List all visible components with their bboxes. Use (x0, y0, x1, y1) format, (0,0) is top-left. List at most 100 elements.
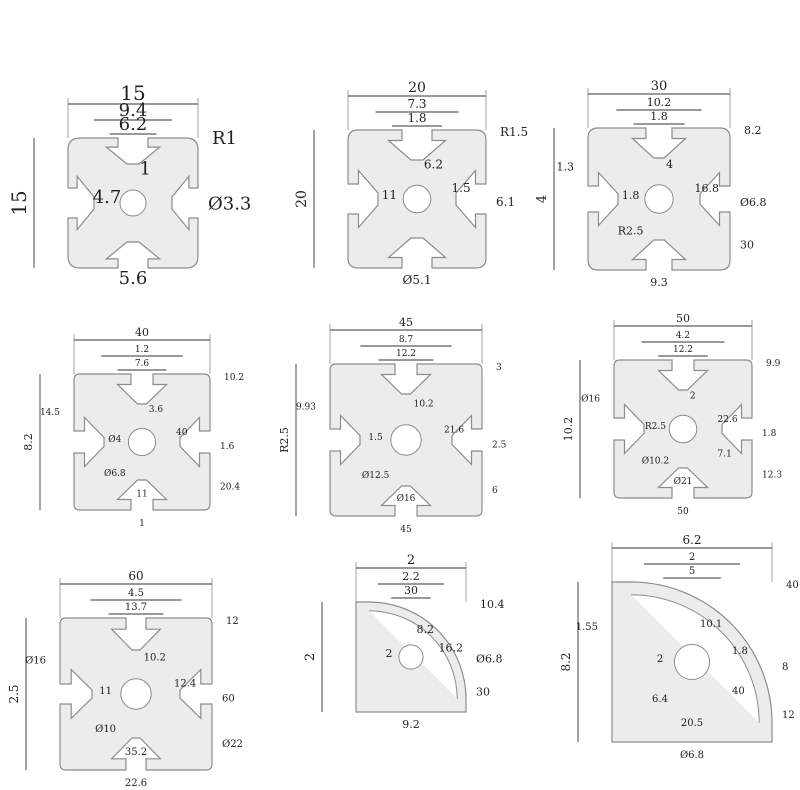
dimension-label: 50 (677, 507, 689, 517)
dimension-label: R2.5 (278, 427, 291, 453)
dimension-label: Ø16 (581, 393, 600, 404)
profile-50x50: 504.212.210.29.92R2.51.85022.612.3Ø16Ø10… (562, 312, 782, 517)
dimension-label: 20 (294, 190, 310, 208)
dimension-label: 9.3 (650, 276, 668, 289)
dimension-label: 8 (782, 662, 788, 673)
dimension-label: 11 (136, 489, 147, 499)
dimension-label: 30 (740, 239, 754, 252)
dimension-label: Ø6.8 (680, 750, 704, 761)
profile-45x45: 458.712.2R2.5310.21.52.54521.669.93Ø12.5… (278, 316, 507, 535)
dimension-label: 4.7 (93, 187, 122, 208)
dimension-label: 7.6 (135, 359, 150, 369)
dimension-label: 20.5 (681, 718, 703, 729)
dimension-label: 1.6 (220, 442, 235, 452)
dimension-label: 8.2 (744, 124, 762, 137)
dimension-label: 10.2 (647, 96, 672, 109)
center-bore (390, 424, 422, 456)
dimension-label: 9.2 (402, 718, 420, 731)
dimension-label: 60 (222, 694, 235, 705)
dimension-label: 8.2 (22, 433, 35, 451)
dimension-label: Ø6.8 (740, 196, 767, 209)
dimension-label: 15 (7, 190, 31, 215)
dimension-label: 30 (476, 686, 490, 699)
dimension-label: 12.3 (762, 470, 782, 480)
dimension-label: 10.2 (414, 400, 434, 410)
dimension-label: Ø6.8 (104, 468, 126, 479)
dimension-label: 45 (400, 525, 412, 535)
center-bore (119, 189, 147, 217)
dimension-label: 13.7 (125, 602, 147, 613)
dimension-label: 9.93 (296, 403, 316, 413)
dimension-label: 1.3 (557, 161, 575, 174)
center-bore (668, 414, 698, 444)
dimension-label: 60 (128, 569, 143, 583)
dimension-label: 30 (404, 584, 418, 597)
dimension-label: Ø22 (222, 739, 243, 750)
dimension-label: 2 (657, 654, 663, 665)
dimension-label: 6.2 (119, 114, 148, 135)
dimension-label: Ø10.2 (642, 456, 669, 467)
profile-60x60: 604.513.72.51210.2116022.612.4Ø22Ø16Ø103… (7, 569, 243, 789)
dimension-label: 1.8 (622, 189, 640, 202)
dimension-label: 45 (399, 316, 413, 329)
dimension-label: 2 (689, 552, 695, 563)
dimension-label: 6.1 (496, 195, 515, 209)
dimension-label: 6.2 (424, 158, 443, 172)
dimension-label: 30 (651, 79, 668, 94)
dimension-label: Ø6.8 (476, 653, 503, 666)
dimension-label: 20 (408, 80, 426, 96)
dimension-label: Ø5.1 (403, 273, 432, 287)
dimension-label: 22.6 (125, 778, 147, 789)
center-bore (402, 184, 432, 214)
dimension-label: 6.4 (652, 694, 668, 705)
dimension-label: 10.1 (700, 619, 722, 630)
dimension-label: 12.2 (396, 349, 416, 359)
dimension-label: 5 (689, 566, 695, 577)
dimension-label: 16.2 (439, 642, 464, 655)
dimension-label: 10.2 (144, 653, 166, 664)
dimension-label: 1.55 (576, 622, 598, 633)
dimension-label: 12.2 (673, 345, 693, 355)
dimension-label: 3 (496, 363, 502, 373)
dimension-label: 9.9 (766, 359, 781, 369)
dimension-label: 8.2 (559, 652, 573, 671)
dimension-label: 2 (407, 553, 415, 568)
center-bore (127, 427, 157, 457)
dimension-label: 2.5 (7, 684, 21, 703)
dimension-label: 10.2 (224, 373, 244, 383)
dimension-label: 1.8 (650, 110, 668, 123)
dimension-label: Ø16 (397, 493, 416, 504)
dimension-label: 1 (140, 158, 151, 179)
dimension-label: 10.4 (480, 598, 505, 611)
dimension-label: 10.2 (562, 417, 575, 442)
dimension-label: 14.5 (40, 408, 60, 418)
dimension-label: 12.4 (174, 678, 196, 689)
dimension-label: 2.2 (402, 570, 420, 583)
dimension-label: 50 (676, 312, 690, 325)
dimension-label: 6 (492, 486, 498, 496)
dimension-label: 7.1 (718, 450, 732, 460)
dimension-label: 12 (226, 616, 239, 627)
dimension-label: 11 (382, 188, 397, 202)
dimension-label: 12 (782, 710, 795, 721)
dimension-label: 21.6 (444, 425, 464, 435)
dimension-label: Ø3.3 (208, 194, 251, 215)
dimension-label: 2 (303, 653, 318, 661)
dimension-label: 1.8 (407, 111, 426, 125)
dimension-label: 40 (786, 580, 799, 591)
dimension-label: 2 (386, 647, 393, 660)
dimension-label: 4 (535, 195, 550, 203)
dimension-label: 22.6 (718, 415, 738, 425)
dimension-label: 1.8 (732, 646, 748, 657)
dimension-label: Ø10 (95, 724, 116, 735)
dimension-label: 8.2 (417, 623, 435, 636)
dimension-label: 1.5 (368, 433, 383, 443)
dimension-label: 1.8 (762, 429, 777, 439)
dimension-label: 8.7 (399, 335, 414, 345)
dimension-label: 15 (120, 81, 145, 105)
